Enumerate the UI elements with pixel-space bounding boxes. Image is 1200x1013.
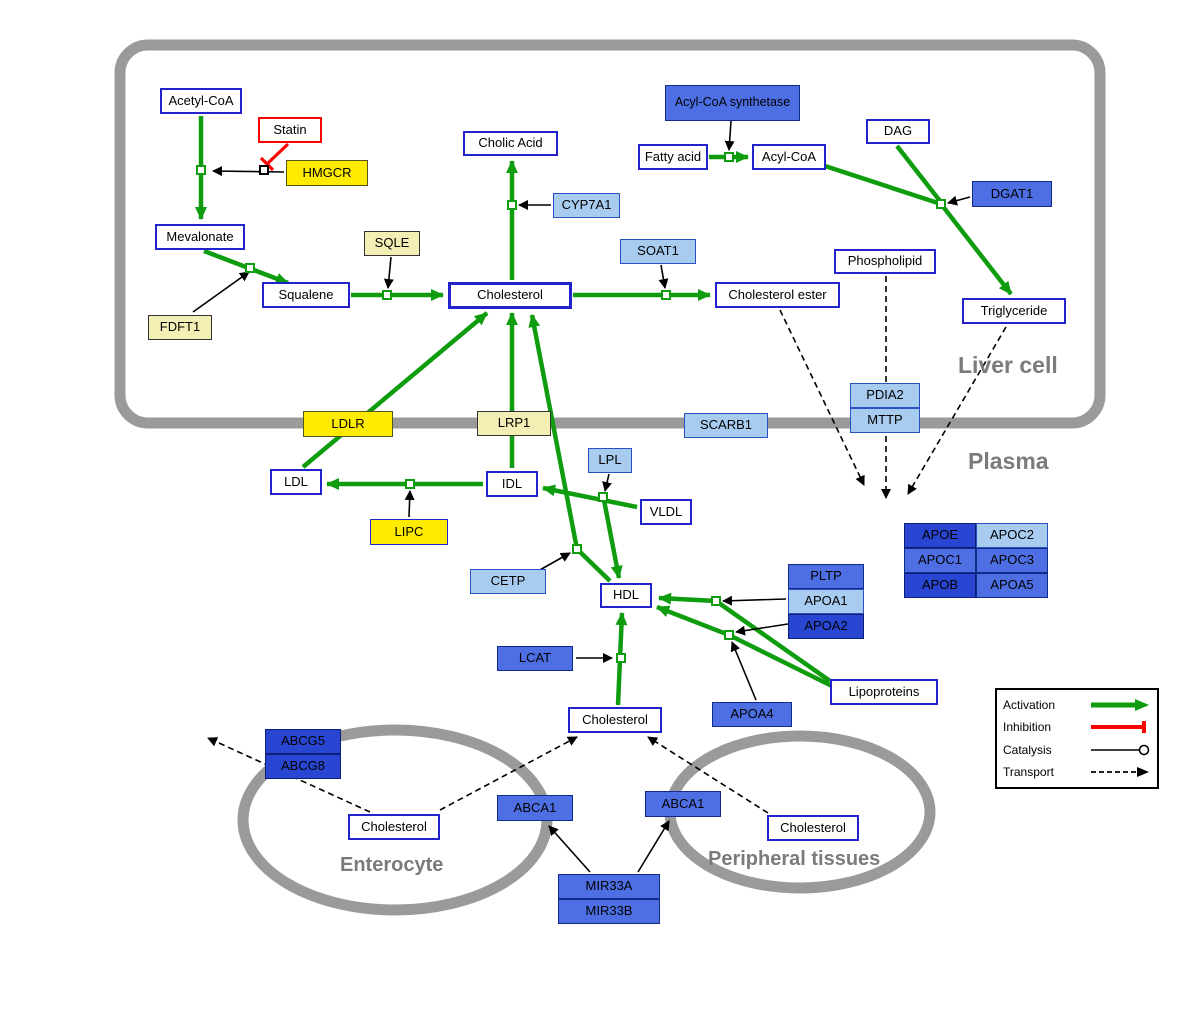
node-mevalonate[interactable]: Mevalonate — [155, 224, 245, 250]
node-mir33b[interactable]: MIR33B — [558, 899, 660, 924]
node-idl[interactable]: IDL — [486, 471, 538, 497]
node-pdia2[interactable]: PDIA2 — [850, 383, 920, 408]
node-lipc[interactable]: LIPC — [370, 519, 448, 545]
node-acyl-coa[interactable]: Acyl-CoA — [752, 144, 826, 170]
node-apob[interactable]: APOB — [904, 573, 976, 598]
node-hdl[interactable]: HDL — [600, 583, 652, 608]
node-abca1-right[interactable]: ABCA1 — [645, 791, 721, 817]
node-fatty-acid[interactable]: Fatty acid — [638, 144, 708, 170]
node-soat1[interactable]: SOAT1 — [620, 239, 696, 264]
node-acyl-coa-synthetase[interactable]: Acyl-CoA synthetase — [665, 85, 800, 121]
node-abcg5[interactable]: ABCG5 — [265, 729, 341, 754]
legend-inhibition-row: Inhibition — [1003, 717, 1151, 737]
node-apoc3[interactable]: APOC3 — [976, 548, 1048, 573]
transport-dashed-arrow-icon — [1091, 766, 1149, 777]
legend-transport-label: Transport — [1003, 764, 1054, 779]
node-apoc1[interactable]: APOC1 — [904, 548, 976, 573]
node-cholesterol-ester[interactable]: Cholesterol ester — [715, 282, 840, 308]
liver-cell-label: Liver cell — [958, 352, 1058, 378]
catalysis-anchor-square — [259, 165, 269, 175]
node-phospholipid[interactable]: Phospholipid — [834, 249, 936, 274]
node-pltp[interactable]: PLTP — [788, 564, 864, 589]
peripheral-tissues-label: Peripheral tissues — [708, 848, 881, 870]
node-apoa4[interactable]: APOA4 — [712, 702, 792, 727]
node-hmgcr[interactable]: HMGCR — [286, 160, 368, 186]
legend-transport-row: Transport — [1003, 762, 1151, 782]
plasma-label: Plasma — [968, 448, 1049, 474]
inhibition-edge — [259, 142, 290, 172]
node-lipoproteins[interactable]: Lipoproteins — [830, 679, 938, 705]
node-mttp[interactable]: MTTP — [850, 408, 920, 433]
node-acetyl-coa[interactable]: Acetyl-CoA — [160, 88, 242, 114]
node-cholic-acid[interactable]: Cholic Acid — [463, 131, 558, 156]
node-scarb1[interactable]: SCARB1 — [684, 413, 768, 438]
activation-arrow-icon — [1091, 699, 1149, 711]
node-lcat[interactable]: LCAT — [497, 646, 573, 671]
node-apoa5[interactable]: APOA5 — [976, 573, 1048, 598]
node-dag[interactable]: DAG — [866, 119, 930, 144]
node-apoa2[interactable]: APOA2 — [788, 614, 864, 639]
node-lrp1[interactable]: LRP1 — [477, 411, 551, 436]
inhibition-tbar-icon — [1091, 721, 1146, 734]
node-squalene[interactable]: Squalene — [262, 282, 350, 308]
legend-activation-row: Activation — [1003, 695, 1151, 715]
node-abca1-left[interactable]: ABCA1 — [497, 795, 573, 821]
liver-cell-outline — [114, 39, 1106, 429]
node-lpl[interactable]: LPL — [588, 448, 632, 473]
catalysis-circle-icon — [1091, 744, 1150, 755]
node-apoc2[interactable]: APOC2 — [976, 523, 1048, 548]
legend-activation-label: Activation — [1003, 698, 1056, 712]
node-statin[interactable]: Statin — [258, 117, 322, 143]
node-fdft1[interactable]: FDFT1 — [148, 315, 212, 340]
node-apoe[interactable]: APOE — [904, 523, 976, 548]
node-cholesterol-peripheral[interactable]: Cholesterol — [767, 815, 859, 841]
node-sqle[interactable]: SQLE — [364, 231, 420, 256]
legend-catalysis-row: Catalysis — [1003, 740, 1151, 760]
reaction-squares — [196, 152, 946, 663]
catalysis-edges — [192, 120, 971, 873]
node-abcg8[interactable]: ABCG8 — [265, 754, 341, 779]
node-dgat1[interactable]: DGAT1 — [972, 181, 1052, 207]
node-triglyceride[interactable]: Triglyceride — [962, 298, 1066, 324]
node-cyp7a1[interactable]: CYP7A1 — [553, 193, 620, 218]
node-apoa1[interactable]: APOA1 — [788, 589, 864, 614]
node-cetp[interactable]: CETP — [470, 569, 546, 594]
legend: Activation Inhibition Catalysis Transpor… — [995, 688, 1159, 789]
node-ldlr[interactable]: LDLR — [303, 411, 393, 437]
node-cholesterol-enterocyte[interactable]: Cholesterol — [348, 814, 440, 840]
node-cholesterol-liver[interactable]: Cholesterol — [448, 282, 572, 309]
node-vldl[interactable]: VLDL — [640, 499, 692, 525]
legend-catalysis-label: Catalysis — [1003, 742, 1052, 757]
node-ldl[interactable]: LDL — [270, 469, 322, 495]
enterocyte-label: Enterocyte — [340, 854, 444, 876]
node-mir33a[interactable]: MIR33A — [558, 874, 660, 899]
legend-inhibition-label: Inhibition — [1003, 720, 1052, 735]
node-cholesterol-plasma[interactable]: Cholesterol — [568, 707, 662, 733]
